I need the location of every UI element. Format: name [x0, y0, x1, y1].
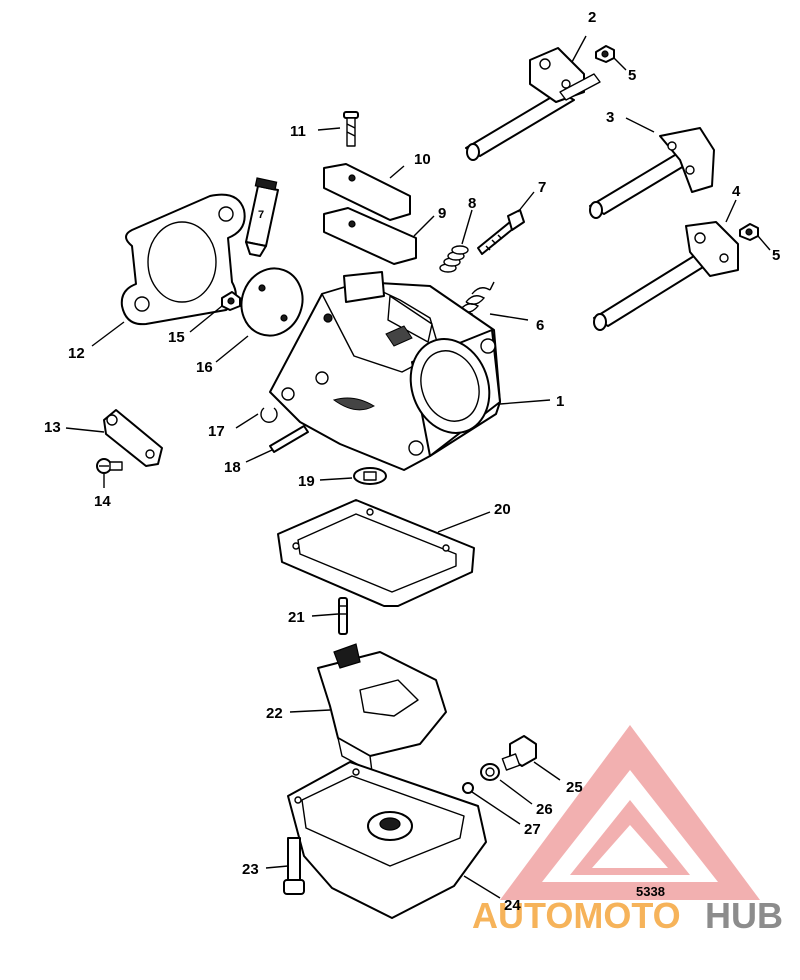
- callout-21: 21: [288, 609, 305, 626]
- figure-number: 5338: [636, 884, 665, 899]
- part-13-lever: [103, 409, 163, 467]
- part-11-screw: [343, 111, 359, 147]
- part-24-float-bowl: [287, 761, 487, 919]
- part-27-plug: [462, 782, 474, 794]
- callout-8: 8: [468, 195, 476, 212]
- callout-19: 19: [298, 473, 315, 490]
- part-5-nut-top: [595, 45, 615, 63]
- callout-24: 24: [504, 897, 521, 914]
- callout-6: 6: [536, 317, 544, 334]
- part-1-carburetor-body: [269, 271, 501, 471]
- callout-9: 9: [438, 205, 446, 222]
- part-18-pin: [269, 425, 309, 453]
- callout-16: 16: [196, 359, 213, 376]
- part-7-sealant-tube: 7: [245, 177, 279, 257]
- part-14-screw: [96, 458, 123, 474]
- callout-numbers: 2 5 3 4 5 11 10 9 8 7 6 1 12 15 16 17 18…: [44, 9, 780, 914]
- part-10-cover-plate: [323, 163, 411, 221]
- part-3-shaft: [589, 127, 715, 219]
- part-16-disc: [240, 267, 304, 337]
- part-2-throttle-shaft: [465, 47, 601, 161]
- callout-14: 14: [94, 493, 111, 510]
- callout-27: 27: [524, 821, 541, 838]
- callout-10: 10: [414, 151, 431, 168]
- callout-15: 15: [168, 329, 185, 346]
- callout-17: 17: [208, 423, 225, 440]
- callout-7: 7: [538, 179, 546, 196]
- callout-12: 12: [68, 345, 85, 362]
- callout-23: 23: [242, 861, 259, 878]
- tube-label: 7: [258, 209, 264, 221]
- part-7-needle-screw: [477, 209, 525, 255]
- part-5-nut-lower: [739, 223, 759, 241]
- part-20-bowl-gasket: [277, 499, 475, 607]
- callout-26: 26: [536, 801, 553, 818]
- callout-20: 20: [494, 501, 511, 518]
- leader-lines: [65, 35, 771, 899]
- callout-1: 1: [556, 393, 564, 410]
- callout-13: 13: [44, 419, 61, 436]
- part-26-washer: [480, 763, 500, 781]
- part-23-bolt: [283, 837, 305, 895]
- part-21-float-pin: [338, 597, 348, 635]
- callout-18: 18: [224, 459, 241, 476]
- part-22-float: [317, 643, 447, 773]
- part-17-e-clip: [260, 407, 278, 423]
- part-19-washer: [353, 467, 387, 485]
- part-4-shaft: [593, 221, 739, 331]
- callout-2: 2: [588, 9, 596, 26]
- callout-5: 5: [772, 247, 780, 264]
- callout-11: 11: [290, 123, 306, 140]
- callout-3: 3: [606, 109, 614, 126]
- callout-25: 25: [566, 779, 583, 796]
- part-12-flange-gasket: [120, 193, 246, 326]
- callout-22: 22: [266, 705, 283, 722]
- part-25-drain-plug: [501, 735, 537, 771]
- callout-4: 4: [732, 183, 741, 200]
- part-9-gasket-plate: [323, 207, 417, 265]
- watermark-text-hub: HUB: [705, 895, 783, 936]
- part-8-spring: [439, 245, 469, 273]
- watermark-logo: 5338 AUTOMOTO HUB: [472, 725, 783, 936]
- callout-5: 5: [628, 67, 636, 84]
- watermark-text-automoto: AUTOMOTO: [472, 895, 681, 936]
